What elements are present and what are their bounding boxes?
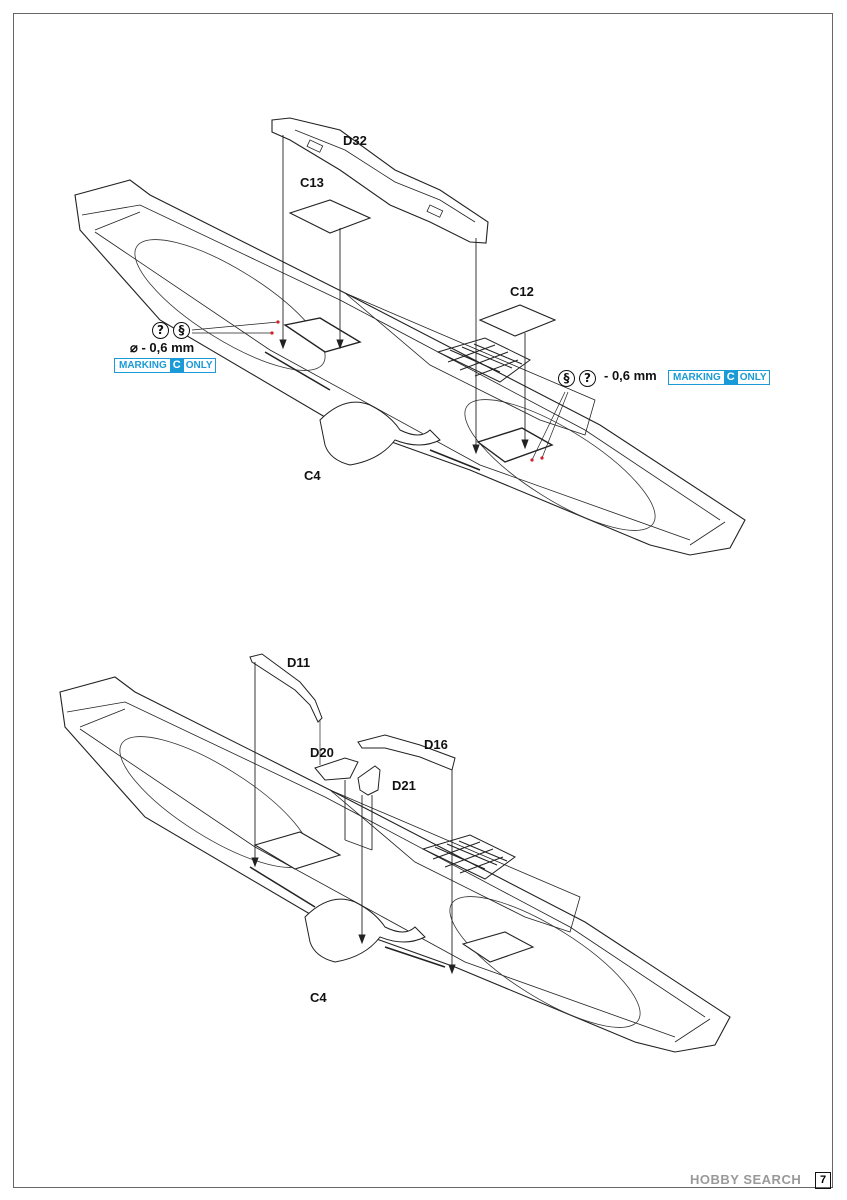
page-frame [13, 13, 833, 1188]
label-c12: C12 [510, 284, 534, 299]
drill-hole-markers-top [270, 320, 544, 462]
drill-icon: § [558, 370, 575, 387]
label-d16: D16 [424, 737, 448, 752]
part-c13 [288, 199, 372, 234]
marking-badge-left: MARKING C ONLY [114, 358, 216, 373]
badge-only-text: ONLY [739, 372, 767, 383]
part-d21 [357, 765, 381, 796]
assembly-arrows-bottom [251, 662, 456, 975]
label-d11: D11 [287, 655, 311, 670]
wing-bottom [59, 676, 731, 1053]
part-c12 [478, 304, 557, 337]
drill-icon: § [173, 322, 190, 339]
part-d32 [271, 117, 489, 244]
label-d20: D20 [310, 745, 334, 760]
label-c4-top: C4 [304, 468, 321, 483]
dimension-right: - 0,6 mm [604, 368, 657, 383]
marking-badge-right: MARKING C ONLY [668, 370, 770, 385]
badge-letter: C [169, 359, 184, 372]
watermark: HOBBY SEARCH [690, 1172, 802, 1187]
badge-marking-text: MARKING [119, 360, 167, 371]
assembly-arrows-top [191, 135, 569, 461]
label-d32: D32 [343, 133, 367, 148]
badge-only-text: ONLY [185, 360, 213, 371]
part-d20 [314, 757, 359, 781]
question-icon: ? [152, 322, 169, 339]
dimension-left: ⌀ - 0,6 mm [130, 340, 195, 355]
label-d21: D21 [392, 778, 416, 793]
question-icon: ? [579, 370, 596, 387]
label-c13: C13 [300, 175, 324, 190]
badge-marking-text: MARKING [673, 372, 721, 383]
label-c4-bottom: C4 [310, 990, 327, 1005]
badge-letter: C [723, 371, 738, 384]
page-number: 7 [815, 1172, 831, 1189]
part-d11 [249, 653, 323, 723]
